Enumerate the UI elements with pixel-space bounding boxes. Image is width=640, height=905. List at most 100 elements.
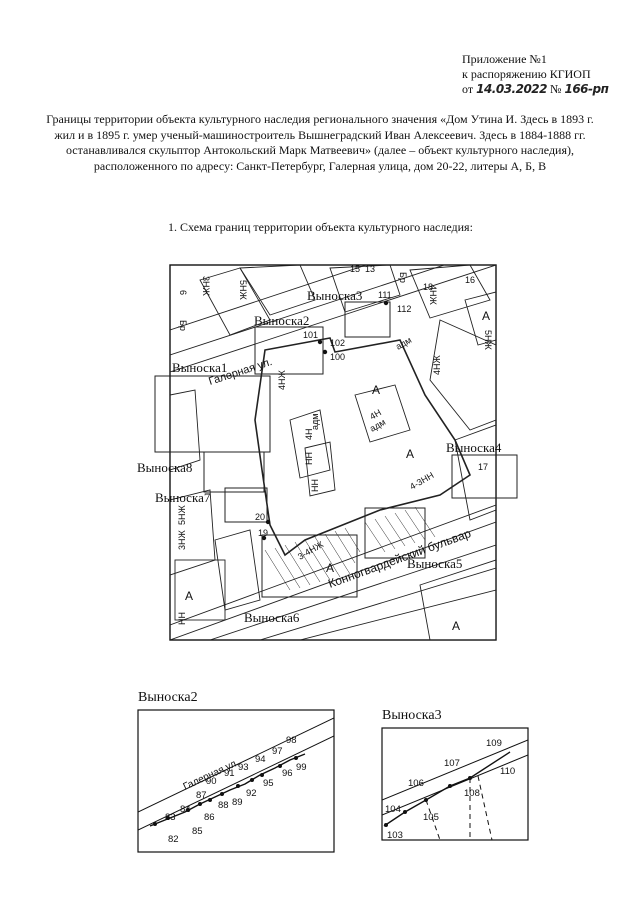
courtyard-building-1 [289, 409, 331, 479]
label-floors-3nzh: 3НЖ [201, 276, 211, 297]
label-pt-18: 18 [423, 282, 433, 292]
inset-3-label-105: 105 [423, 812, 439, 823]
inset-3-dash-1 [425, 799, 441, 840]
label-floors-nn-1: НН [304, 452, 314, 465]
label-pt-111: 111 [378, 290, 392, 300]
inset-3-boundary [383, 751, 511, 827]
point-marker [384, 823, 388, 827]
street-line-lower [170, 265, 496, 373]
label-floors-3nzh-w: 3НЖ [177, 529, 187, 550]
point-marker [403, 810, 407, 814]
callout-label-7: Выноска7 [155, 490, 211, 505]
inset-3-point-labels: 103 104 105 106 107 108 109 110 [385, 738, 515, 841]
building-w3 [174, 559, 226, 621]
label-pt-13: 13 [365, 264, 375, 274]
label-floors-3-4nzh: 3-4НЖ [296, 539, 326, 562]
inset-2-point-labels: 82 83 84 85 86 87 88 89 90 91 92 93 94 9… [165, 735, 307, 845]
callout-label-4: Выноска4 [446, 440, 502, 455]
inset-2-label-97: 97 [272, 746, 283, 757]
callout-box-6 [261, 534, 358, 598]
point-marker [317, 339, 323, 345]
building-n2 [329, 265, 401, 313]
inset-2-label-87: 87 [196, 790, 207, 801]
label-br-top: Бр [398, 272, 408, 283]
inset-2-label-88: 88 [218, 800, 229, 811]
appendix-line-2: к распоряжению КГИОП [462, 67, 591, 81]
inset-2-label-82: 82 [168, 834, 179, 845]
label-floors-4nzh-court: 4НЖ [277, 369, 287, 390]
label-floors-4nzh-n: 4НЖ [428, 285, 438, 306]
callout-box-5 [364, 507, 426, 559]
point-marker [208, 798, 212, 802]
inset-2-label-95: 95 [263, 778, 274, 789]
label-pt-17: 17 [478, 462, 488, 472]
date-prefix: от [462, 82, 474, 96]
label-pt-6: 6 [178, 290, 188, 295]
boulevard-line-3 [209, 544, 496, 640]
point-marker [236, 784, 240, 788]
point-marker [261, 535, 267, 541]
building-ne2 [464, 291, 496, 346]
label-floors-4h-1: 4Н [304, 428, 314, 440]
inset-2-title: Выноска2 [138, 690, 198, 705]
point-marker [153, 822, 157, 826]
label-lit-a-main: А [372, 383, 380, 397]
point-marker [220, 792, 224, 796]
hatching-south [264, 506, 436, 591]
point-marker [278, 764, 282, 768]
inset-3-line-b [382, 754, 528, 816]
callout-label-8: Выноска8 [137, 460, 192, 475]
inset-3-label-110: 110 [500, 766, 515, 777]
building-e-lower [454, 424, 496, 521]
point-marker [322, 349, 328, 355]
boulevard-line-5 [299, 589, 496, 640]
inset-2-label-85: 85 [192, 826, 203, 837]
label-lit-a-2: А [406, 447, 414, 461]
street-line-upper [170, 265, 446, 356]
label-pt-20: 20 [255, 512, 265, 522]
point-marker [468, 776, 472, 780]
callout-box-8 [203, 451, 265, 493]
inset-2-label-98: 98 [286, 735, 297, 746]
label-br-left: Бр [178, 320, 188, 331]
inset-3-label-106: 106 [408, 778, 424, 789]
label-floors-4h-2: 4Н [368, 407, 383, 421]
inset-3-title: Выноска3 [382, 708, 442, 723]
appendix-header: Приложение №1 к распоряжению КГИОП от 14… [462, 52, 609, 97]
point-marker [424, 798, 428, 802]
label-floors-4-3nn: 4-3НН [408, 470, 436, 492]
point-marker [383, 300, 389, 306]
point-marker [198, 802, 202, 806]
point-marker [448, 784, 452, 788]
point-marker [250, 778, 254, 782]
callout-box-7 [224, 487, 268, 523]
document-title: Границы территории объекта культурного н… [46, 112, 594, 173]
inset-2-points [153, 756, 298, 826]
number-sign: № [550, 82, 562, 96]
inset-3-label-103: 103 [387, 830, 403, 841]
inset-2-label-93: 93 [238, 762, 249, 773]
inset-2-label-90: 90 [206, 776, 217, 787]
inset-3-label-108: 108 [464, 788, 480, 799]
courtyard-building-3 [304, 441, 336, 497]
callout-box-2 [254, 326, 324, 375]
inset-3-dash-3 [477, 775, 493, 840]
inset-2-line-a [138, 717, 334, 813]
label-floors-5nzh-e: 5НЖ [483, 330, 493, 351]
label-floors-4nzh-e: 4НЖ [432, 354, 442, 375]
boundary-points [261, 300, 389, 541]
building-se [419, 559, 496, 640]
building-sw [214, 529, 261, 611]
label-pt-112: 112 [397, 304, 411, 314]
callout-label-5: Выноска5 [407, 556, 462, 571]
inset-3-points [384, 776, 472, 827]
inset-3-label-104: 104 [385, 804, 401, 815]
inset-3: 103 104 105 106 107 108 109 110 [381, 727, 529, 841]
inset-3-label-107: 107 [444, 758, 460, 769]
label-floors-5nzh: 5НЖ [238, 280, 248, 301]
courtyard-building-2 [354, 384, 411, 443]
label-pt-100: 100 [330, 352, 345, 362]
label-pt-101: 101 [303, 330, 318, 340]
inset-2-label-96: 96 [282, 768, 293, 779]
label-lit-a-5: А [326, 561, 334, 575]
